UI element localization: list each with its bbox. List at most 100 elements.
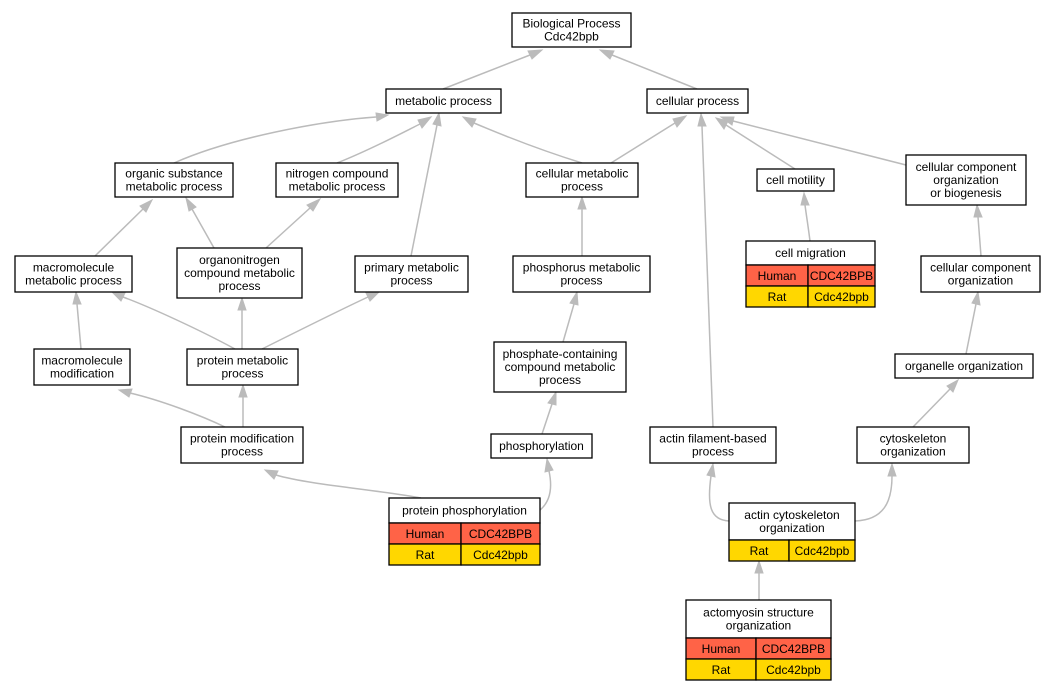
term-label-line: organization bbox=[948, 274, 1013, 288]
term-box bbox=[490, 433, 593, 459]
edge-cytoorg-to-organelle bbox=[912, 378, 960, 428]
term-label-line: process bbox=[539, 373, 581, 387]
term-box bbox=[275, 162, 399, 198]
term-label-line: compound metabolic bbox=[505, 360, 616, 374]
edge-actincyto-to-actinfil bbox=[706, 462, 730, 522]
term-label-line: metabolic process bbox=[395, 94, 492, 108]
edge-cco-to-ccob bbox=[973, 203, 983, 257]
go-term-metabolic[interactable]: metabolic process bbox=[385, 88, 502, 114]
go-term-phosphorylation[interactable]: phosphorylation bbox=[490, 433, 593, 459]
edge-migration-to-motility bbox=[800, 191, 811, 242]
edge-arrowhead bbox=[365, 291, 381, 302]
edge-arrowhead bbox=[306, 197, 322, 212]
term-label-line: cellular process bbox=[656, 94, 739, 108]
edge-arrowhead bbox=[569, 290, 579, 306]
term-label-line: metabolic process bbox=[25, 274, 122, 288]
term-box bbox=[649, 426, 777, 464]
term-box bbox=[176, 247, 303, 299]
edge-line bbox=[410, 124, 438, 257]
species-name: Rat bbox=[750, 544, 769, 558]
edge-actincyto-to-cytoorg bbox=[854, 462, 897, 522]
term-label-line: process bbox=[560, 274, 602, 288]
edge-arrowhead bbox=[719, 116, 735, 126]
edge-arrowhead bbox=[577, 195, 587, 210]
term-label-line: organization bbox=[880, 445, 945, 459]
term-label-line: primary metabolic bbox=[364, 261, 459, 275]
term-box bbox=[920, 255, 1041, 293]
edge-arrowhead bbox=[971, 290, 981, 306]
edge-line bbox=[94, 208, 144, 257]
edge-line bbox=[854, 475, 893, 522]
term-label-line: compound metabolic bbox=[184, 266, 295, 280]
term-label-line: process bbox=[390, 274, 432, 288]
edge-protmeta-to-macro bbox=[110, 291, 236, 350]
term-label-line: process bbox=[221, 445, 263, 459]
edge-organic-to-metabolic bbox=[173, 112, 390, 164]
go-term-cellular[interactable]: cellular process bbox=[646, 88, 749, 114]
edge-line bbox=[442, 54, 531, 90]
edge-line bbox=[965, 303, 977, 355]
edge-cellmeta-to-cellular bbox=[610, 115, 688, 164]
term-label-line: organization bbox=[933, 173, 998, 187]
edge-phosphate-to-phosmeta bbox=[562, 290, 579, 343]
edge-line bbox=[275, 474, 422, 499]
edge-arrowhead bbox=[706, 462, 716, 478]
edge-arrowhead bbox=[754, 559, 764, 574]
go-term-organelle[interactable]: organelle organization bbox=[894, 353, 1034, 379]
edge-phosphorylation-to-phosphate bbox=[541, 390, 557, 435]
edge-metabolic-to-bp bbox=[442, 49, 544, 90]
edge-line bbox=[129, 392, 226, 428]
term-box bbox=[114, 162, 234, 198]
edge-arrowhead bbox=[946, 378, 960, 393]
edge-line bbox=[562, 303, 575, 343]
edge-arrowhead bbox=[185, 196, 197, 212]
edge-cellular-to-bp bbox=[598, 49, 698, 90]
term-label-line: Biological Process bbox=[522, 17, 620, 31]
gene-cell bbox=[460, 543, 541, 566]
edge-arrowhead bbox=[598, 49, 615, 60]
edge-protphos-to-phosphorylation bbox=[539, 457, 554, 511]
term-box bbox=[646, 88, 749, 114]
edge-line bbox=[708, 475, 730, 522]
edge-cellmeta-to-metabolic bbox=[461, 116, 583, 164]
term-label-line: cell migration bbox=[775, 246, 846, 260]
edge-organelle-to-cco bbox=[965, 290, 981, 355]
term-box bbox=[856, 426, 970, 464]
edge-line bbox=[541, 403, 553, 435]
edge-phosmeta-to-cellmeta bbox=[577, 195, 587, 256]
term-box bbox=[894, 353, 1034, 379]
gene-symbol: CDC42BPB bbox=[762, 642, 825, 656]
edge-macro-to-organic bbox=[94, 198, 154, 257]
term-box bbox=[525, 162, 639, 198]
go-term-motility[interactable]: cell motility bbox=[756, 168, 835, 192]
term-label-line: protein phosphorylation bbox=[402, 504, 527, 518]
term-label-line: process bbox=[218, 279, 260, 293]
edge-line bbox=[173, 116, 377, 164]
edge-protmeta-to-primary bbox=[261, 291, 381, 350]
term-label-line: cellular metabolic bbox=[536, 167, 629, 181]
edge-protmeta-to-organonitro bbox=[237, 296, 247, 349]
